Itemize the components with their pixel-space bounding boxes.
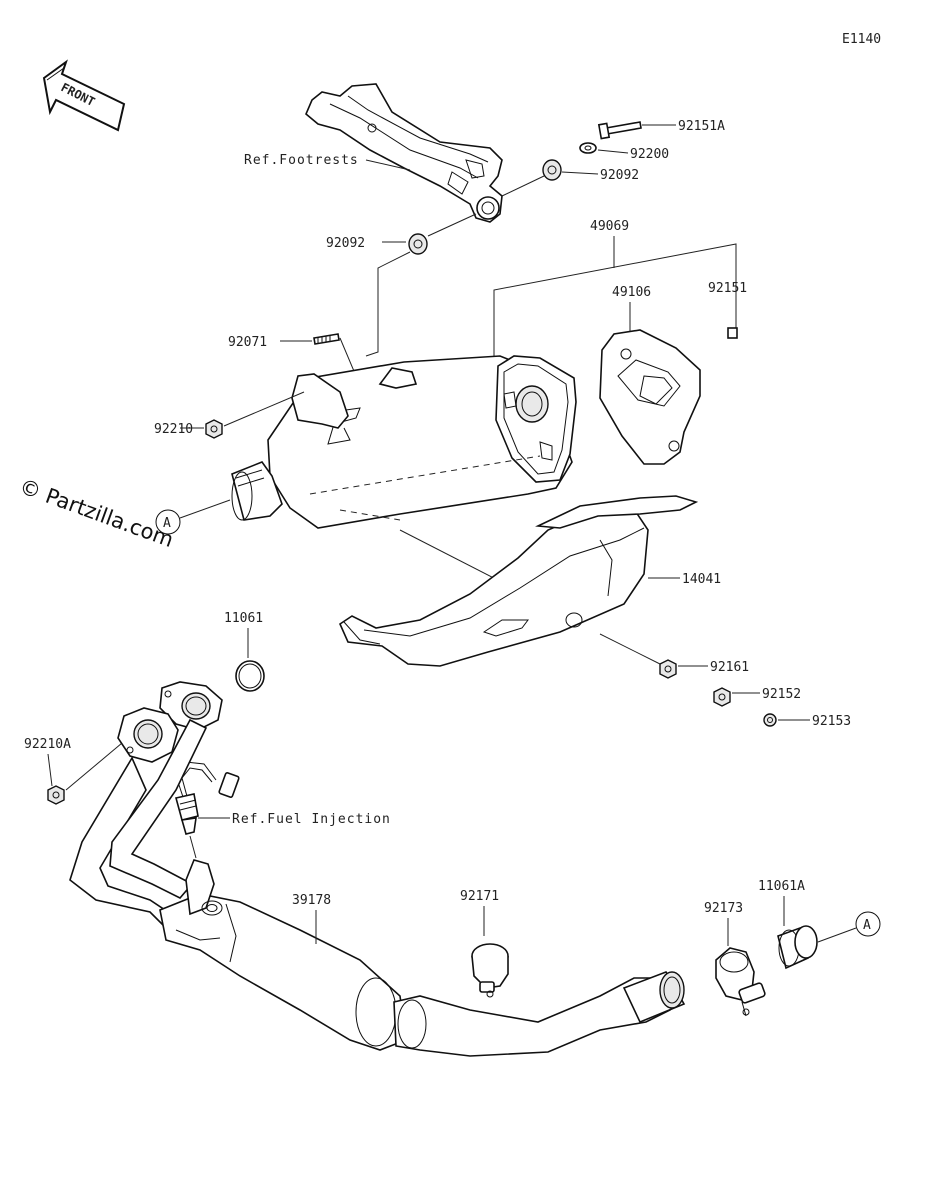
washer-92200 xyxy=(579,142,597,154)
connector-a-left: A xyxy=(155,509,181,535)
footrests-leader xyxy=(365,159,411,171)
callout-92071: 92071 xyxy=(228,335,267,350)
bolt-92151A xyxy=(597,121,642,140)
bolt-92153 xyxy=(763,713,777,727)
callout-11061A: 11061A xyxy=(758,879,805,894)
nut-92152 xyxy=(713,687,731,707)
callout-92151A: 92151A xyxy=(678,119,725,134)
clamp-92171 xyxy=(471,943,509,998)
callout-49069: 49069 xyxy=(590,219,629,234)
sleeve-11061A xyxy=(777,925,818,970)
muffler-cover-49106 xyxy=(599,329,701,465)
clamp-92173 xyxy=(715,947,766,1017)
nut-92210 xyxy=(205,419,223,439)
connector-a-right-label: A xyxy=(863,918,871,933)
muffler-assembly xyxy=(231,355,577,529)
callout-14041: 14041 xyxy=(682,572,721,587)
callout-92210A: 92210A xyxy=(24,737,71,752)
callout-11061: 11061 xyxy=(224,611,263,626)
callout-92092-left: 92092 xyxy=(326,236,365,251)
callout-92171: 92171 xyxy=(460,889,499,904)
stud-92071 xyxy=(313,333,340,345)
exhaust-pipe-39178 xyxy=(69,681,686,1057)
diagram-code: E1140 xyxy=(842,32,881,47)
callout-49106: 49106 xyxy=(612,285,651,300)
callout-92200: 92200 xyxy=(630,147,669,162)
ref-fuel-injection-label: Ref.Fuel Injection xyxy=(232,812,391,827)
callout-92151: 92151 xyxy=(708,281,747,296)
damper-92092-top xyxy=(542,159,562,181)
front-direction-arrow: FRONT xyxy=(42,59,126,132)
gasket-11061 xyxy=(235,660,265,692)
callout-92161: 92161 xyxy=(710,660,749,675)
watermark: © Partzilla.com xyxy=(16,474,176,552)
callout-39178: 39178 xyxy=(292,893,331,908)
callout-92210: 92210 xyxy=(154,422,193,437)
oxygen-sensor xyxy=(175,761,240,835)
bolt-92151 xyxy=(727,327,738,339)
callout-92152: 92152 xyxy=(762,687,801,702)
nut-92210A xyxy=(47,785,65,805)
damper-92092-left xyxy=(408,233,428,255)
heat-guard-14041 xyxy=(338,495,699,667)
ref-footrests-label: Ref.Footrests xyxy=(244,153,359,168)
callout-92092-top: 92092 xyxy=(600,168,639,183)
connector-a-left-label: A xyxy=(163,516,171,531)
callout-92153: 92153 xyxy=(812,714,851,729)
connector-a-right: A xyxy=(855,911,881,937)
callout-92173: 92173 xyxy=(704,901,743,916)
nut-92161 xyxy=(659,659,677,679)
